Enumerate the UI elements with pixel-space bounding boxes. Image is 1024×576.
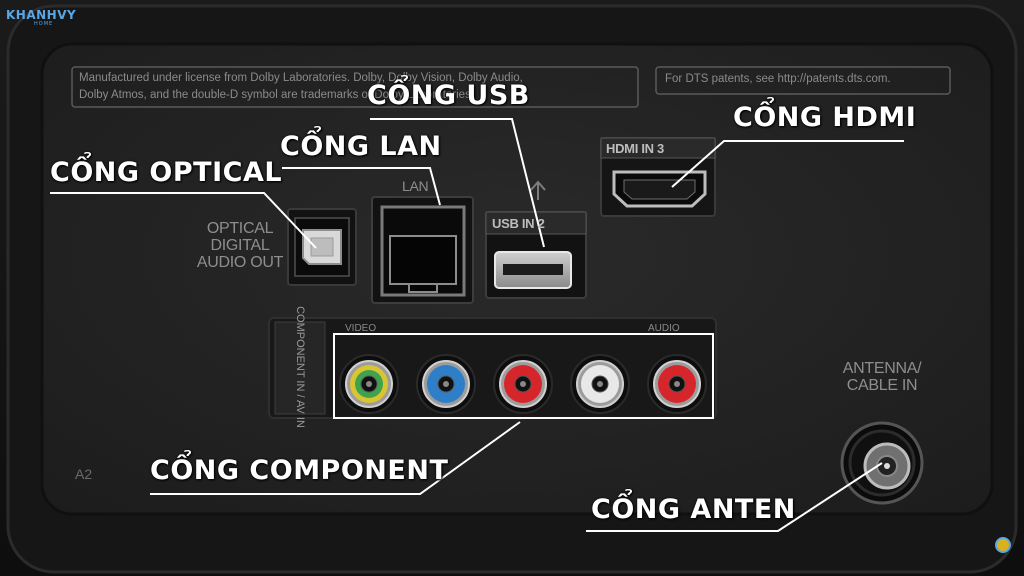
component-side-label-box: [274, 321, 326, 415]
dolby-notice-line1: Manufactured under license from Dolby La…: [79, 72, 523, 84]
antenna-label-line2: CABLE IN: [846, 377, 918, 394]
panel-code: A2: [75, 466, 93, 482]
corner-logo: [995, 537, 1011, 553]
component-callout: CỔNG COMPONENT: [150, 455, 449, 486]
usb-port-label: USB IN 2: [492, 216, 545, 231]
component-highlight: [333, 333, 714, 419]
dts-notice: For DTS patents, see http://patents.dts.…: [665, 73, 891, 85]
rca-jack-pb: [416, 354, 476, 414]
component-side-label: COMPONENT IN / AV IN: [282, 306, 318, 428]
hdmi-port-label: HDMI IN 3: [606, 141, 664, 156]
callout-lines: [50, 118, 904, 532]
audio-label: AUDIO: [648, 323, 680, 334]
antenna-label-line1: ANTENNA/: [842, 360, 922, 377]
hdmi-callout: CỔNG HDMI: [733, 102, 917, 133]
watermark-brand: KHANHVY: [6, 8, 77, 22]
antenna-port-label: ANTENNA/ CABLE IN: [832, 360, 932, 394]
component-callout-line: [150, 421, 521, 495]
optical-label-line1: OPTICAL: [206, 220, 274, 237]
antenna-callout: CỔNG ANTEN: [591, 494, 796, 525]
rca-jack-pr: [493, 354, 553, 414]
dolby-notice-line2: Dolby Atmos, and the double-D symbol are…: [79, 89, 475, 101]
rca-jack-audio-r: [647, 354, 707, 414]
rca-jack-audio-l: [570, 354, 630, 414]
component-side-label-text: COMPONENT IN / AV IN: [294, 306, 306, 428]
antenna-callout-line: [586, 462, 883, 532]
lan-port-label: LAN: [402, 178, 429, 194]
optical-callout-line: [50, 192, 317, 249]
usb-callout: CỔNG USB: [367, 80, 530, 111]
rca-jack-video: [339, 354, 399, 414]
video-label: VIDEO: [345, 323, 377, 334]
dts-notice-box: [655, 66, 951, 95]
lan-callout-line: [282, 167, 441, 206]
optical-port-label: OPTICAL DIGITAL AUDIO OUT: [195, 220, 285, 271]
usb-callout-line: [370, 118, 545, 248]
rca-jack-row: [339, 354, 707, 414]
optical-callout: CỔNG OPTICAL: [50, 157, 283, 188]
optical-label-line2: DIGITAL: [210, 237, 270, 254]
hdmi-callout-line: [671, 140, 904, 188]
lan-callout: CỔNG LAN: [280, 131, 442, 162]
optical-label-line3: AUDIO OUT: [196, 254, 284, 271]
watermark-sub: HOME: [34, 21, 54, 27]
lan-socket: [389, 235, 457, 285]
dolby-notice-box: [71, 66, 639, 108]
